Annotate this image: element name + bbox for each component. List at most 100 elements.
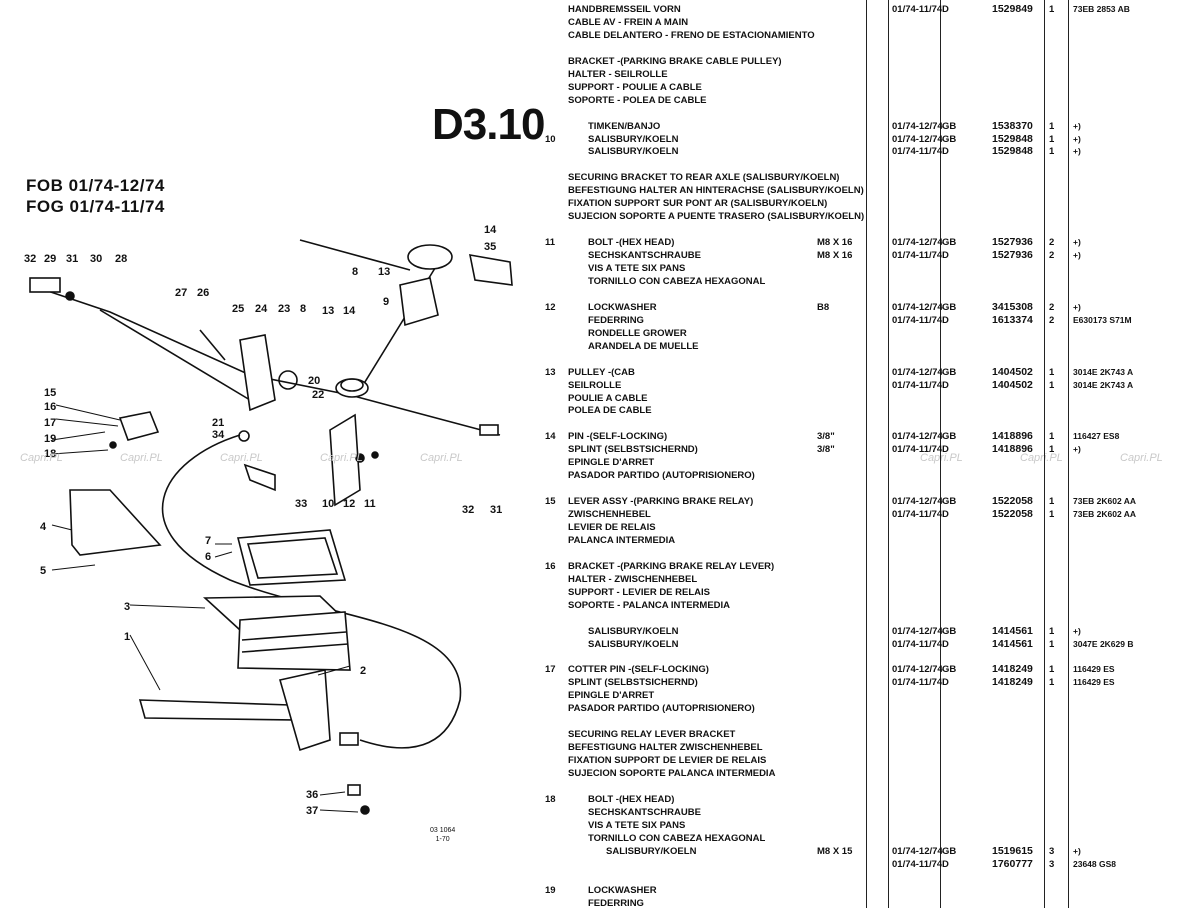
reference-number: 116429 ES — [1073, 664, 1115, 675]
item-number: 18 — [545, 793, 556, 805]
part-description: VIS A TETE SIX PANS — [588, 263, 686, 274]
callout-4: 4 — [40, 521, 47, 533]
watermark: Capri.PL — [920, 452, 963, 464]
part-number: 1529849 — [992, 3, 1033, 15]
quantity: 2 — [1049, 237, 1055, 249]
item-number: 15 — [545, 496, 556, 508]
part-number: 1527936 — [992, 236, 1033, 249]
part-description: POLEA DE CABLE — [568, 405, 652, 417]
part-description: PASADOR PARTIDO (AUTOPRISIONERO) — [568, 470, 755, 482]
table-row: SUPPORT - POULIE A CABLE — [0, 81, 1200, 94]
callout-30: 30 — [90, 253, 102, 265]
column-rule — [1044, 0, 1045, 908]
date-range: 01/74-12/74 — [892, 237, 943, 249]
table-row: TORNILLO CON CABEZA HEXAGONAL — [0, 832, 1200, 845]
part-description: LEVIER DE RELAIS — [568, 522, 656, 533]
part-description: SALISBURY/KOELN — [588, 146, 679, 158]
table-row: PALANCA INTERMEDIA — [0, 534, 1200, 547]
part-description: PALANCA INTERMEDIA — [568, 534, 676, 546]
callout-5: 5 — [40, 565, 46, 577]
market-code: GB — [942, 366, 957, 378]
quantity: 1 — [1049, 496, 1055, 508]
part-description: FEDERRING — [588, 897, 644, 909]
part-description: RONDELLE GROWER — [588, 327, 687, 339]
date-range: 01/74-12/74 — [892, 664, 943, 676]
table-row: PASADOR PARTIDO (AUTOPRISIONERO) — [0, 469, 1200, 482]
table-row: LEVIER DE RELAIS — [0, 521, 1200, 534]
part-description: EPINGLE D'ARRET — [568, 457, 655, 469]
reference-number: 73EB 2K602 AA — [1073, 509, 1136, 520]
part-description: SPLINT (SELBSTSICHERND) — [568, 444, 698, 456]
quantity: 1 — [1049, 444, 1055, 456]
part-size: M8 X 16 — [817, 237, 853, 249]
callout-12: 12 — [343, 498, 355, 510]
market-code: GB — [942, 301, 957, 313]
quantity: 1 — [1049, 431, 1055, 443]
date-range: 01/74-12/74 — [892, 496, 943, 508]
date-range: 01/74-12/74 — [892, 625, 943, 637]
quantity: 3 — [1049, 858, 1055, 870]
callout-23: 23 — [278, 303, 290, 315]
watermark: Capri.PL — [1120, 452, 1163, 464]
table-row: CABLE DELANTERO - FRENO DE ESTACIONAMIEN… — [0, 29, 1200, 42]
callout-21: 21 — [212, 417, 224, 429]
part-description: CABLE DELANTERO - FRENO DE ESTACIONAMIEN… — [568, 29, 815, 41]
part-size: M8 X 16 — [817, 250, 853, 262]
quantity: 1 — [1049, 4, 1055, 15]
market-code: D — [942, 858, 949, 870]
part-description: FIXATION SUPPORT DE LEVIER DE RELAIS — [568, 755, 767, 767]
part-description: TIMKEN/BANJO — [588, 120, 661, 132]
date-range: 01/74-12/74 — [892, 845, 943, 857]
part-description: SUJECION SOPORTE PALANCA INTERMEDIA — [568, 768, 776, 780]
part-description: TORNILLO CON CABEZA HEXAGONAL — [588, 832, 766, 844]
part-description: SOPORTE - PALANCA INTERMEDIA — [568, 599, 731, 611]
item-number: 13 — [545, 366, 556, 378]
table-row: SECHSKANTSCHRAUBE — [0, 806, 1200, 819]
table-row: TORNILLO CON CABEZA HEXAGONAL — [0, 275, 1200, 288]
table-row: PASADOR PARTIDO (AUTOPRISIONERO) — [0, 702, 1200, 715]
reference-number: +) — [1073, 133, 1081, 144]
market-code: GB — [942, 133, 957, 145]
table-row: SOPORTE - POLEA DE CABLE — [0, 94, 1200, 107]
table-row: RONDELLE GROWER — [0, 327, 1200, 340]
quantity: 1 — [1049, 638, 1055, 650]
date-range: 01/74-11/74 — [892, 250, 943, 262]
callout-31b: 31 — [490, 504, 502, 516]
part-number: 1404502 — [992, 378, 1033, 391]
market-code: GB — [942, 496, 957, 508]
callout-34: 34 — [212, 429, 225, 441]
callout-22: 22 — [312, 389, 324, 401]
reference-number: +) — [1073, 301, 1081, 312]
reference-number: 73EB 2853 AB — [1073, 4, 1130, 14]
part-description: EPINGLE D'ARRET — [568, 690, 655, 702]
market-code: D — [942, 250, 949, 262]
table-row: FEDERRING — [0, 897, 1200, 910]
reference-number: +) — [1073, 625, 1081, 636]
part-description: PIN -(SELF-LOCKING) — [568, 431, 668, 443]
part-number: 1522058 — [992, 495, 1033, 508]
item-number: 11 — [545, 237, 556, 249]
part-description: HANDBREMSSEIL VORN — [568, 4, 681, 15]
part-description: SALISBURY/KOELN — [588, 625, 679, 637]
item-number: 12 — [545, 301, 556, 313]
callout-16: 16 — [44, 401, 56, 413]
reference-number: +) — [1073, 250, 1081, 261]
table-row — [0, 547, 1200, 560]
table-row: BEFESTIGUNG HALTER ZWISCHENHEBEL — [0, 741, 1200, 754]
callout-19: 19 — [44, 433, 56, 445]
column-rule — [940, 0, 941, 908]
table-row — [0, 42, 1200, 55]
market-code: D — [942, 146, 949, 158]
callout-24: 24 — [255, 303, 268, 315]
part-number: 1527936 — [992, 249, 1033, 262]
part-description: VIS A TETE SIX PANS — [588, 819, 686, 831]
callout-13: 13 — [322, 305, 334, 317]
callout-11: 11 — [364, 498, 376, 510]
part-description: SALISBURY/KOELN — [606, 845, 697, 857]
